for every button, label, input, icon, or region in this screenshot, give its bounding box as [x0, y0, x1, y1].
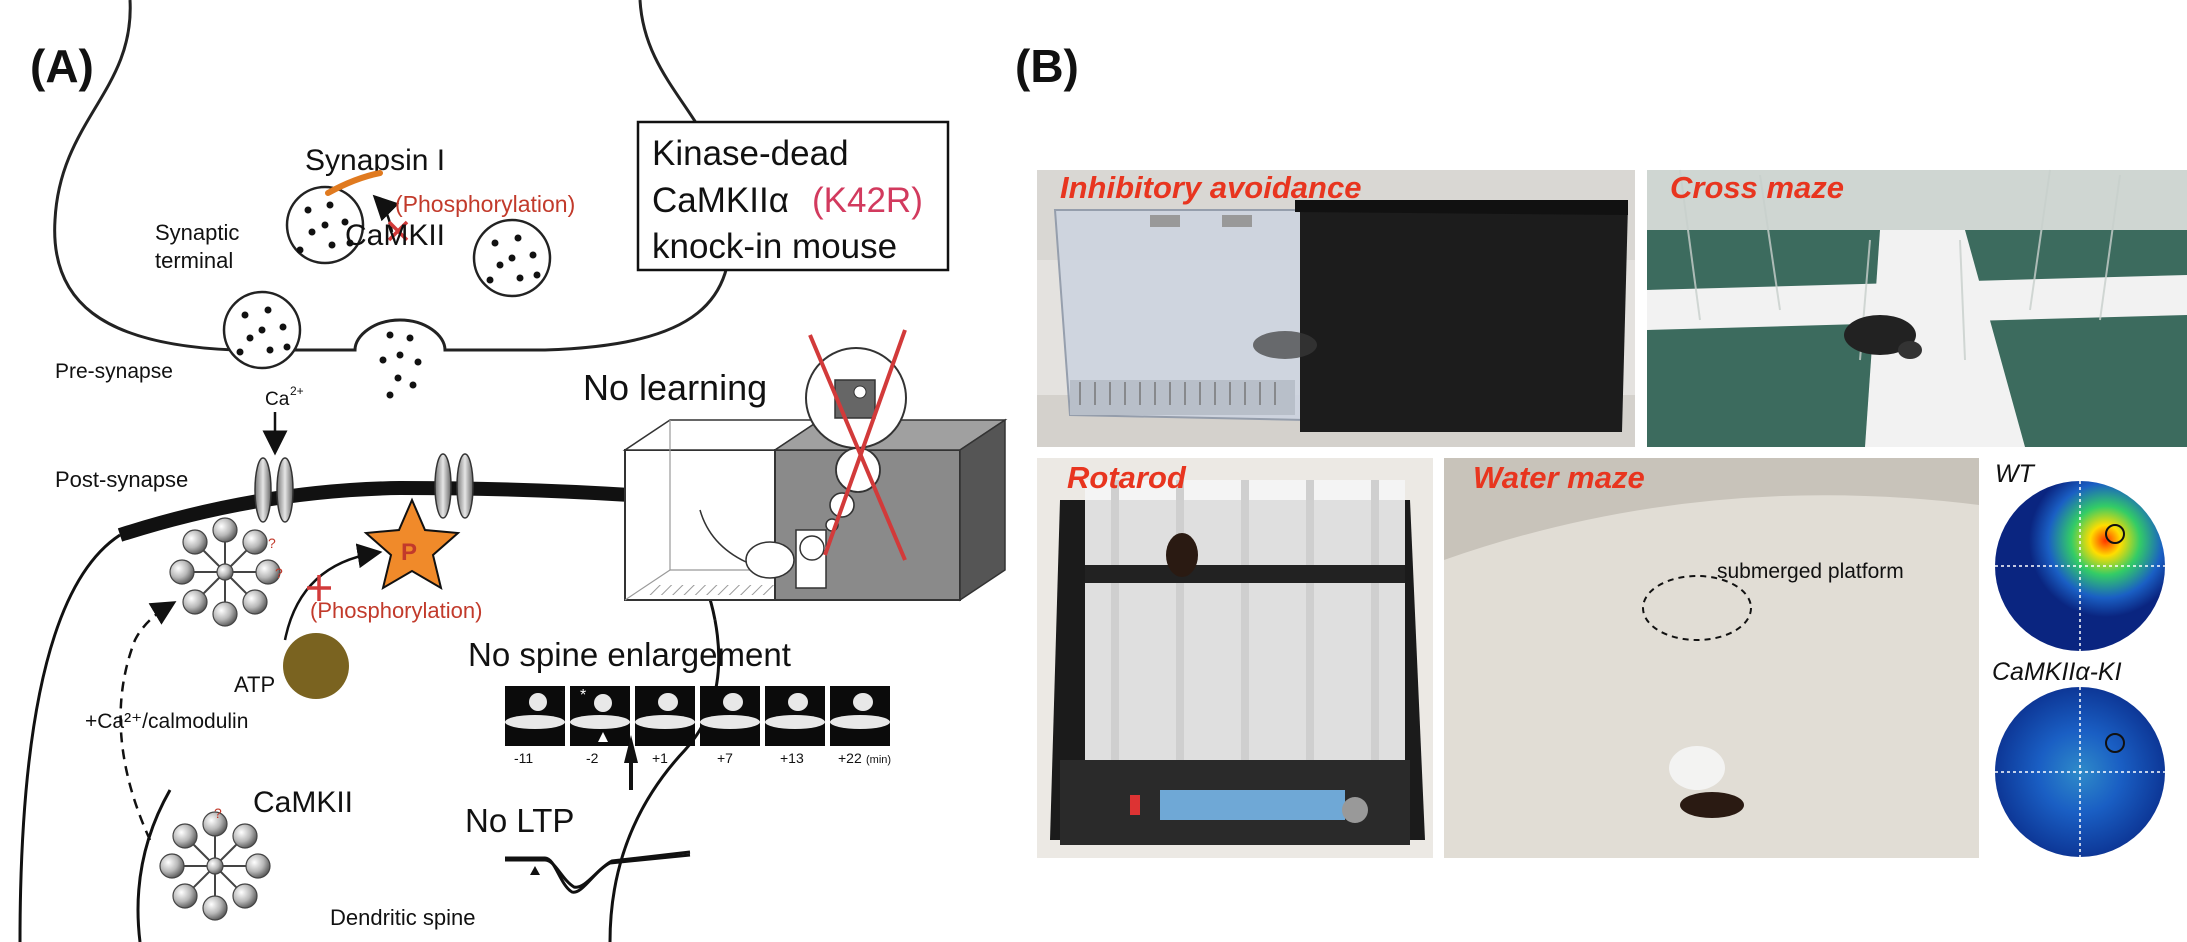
camkii-top-label: CaMKII	[345, 219, 445, 252]
phospho-arrow-mid	[283, 543, 383, 641]
spine-outline-inner	[136, 789, 172, 942]
title-inhibitory-avoidance: Inhibitory avoidance	[1060, 170, 1361, 205]
postsynaptic-density	[117, 480, 631, 542]
heatmap-ki	[1995, 687, 2165, 857]
pre-synapse-label: Pre-synapse	[55, 360, 173, 383]
phospho-arrow-top	[372, 194, 400, 233]
spine-outline-left	[18, 533, 121, 942]
time-label-group: -11 -2 +1 +7 +13 +22 (min)	[514, 750, 891, 766]
knock-in-box	[636, 120, 950, 272]
title-cross-maze: Cross maze	[1670, 170, 1844, 205]
spine-outline-neck	[608, 619, 721, 942]
phospho-target-star	[363, 497, 461, 591]
heatmap-wt	[1995, 481, 2165, 651]
ion-channel-2	[434, 453, 474, 519]
box-line-2a: CaMKIIα	[652, 181, 789, 220]
vesicle-2	[472, 218, 552, 298]
title-water-maze: Water maze	[1473, 460, 1645, 495]
no-learning-cross	[808, 329, 907, 561]
post-synapse-label: Post-synapse	[55, 467, 188, 492]
time-label: +13	[780, 750, 804, 766]
ltp-trace-2	[505, 850, 691, 889]
svg-text:?: ?	[268, 535, 276, 551]
photo-cross-maze	[1647, 169, 2187, 447]
phosphorylation-top-label: (Phosphorylation)	[395, 191, 575, 217]
vesicle-3	[222, 290, 302, 370]
time-unit: (min)	[866, 754, 891, 766]
svg-text:?: ?	[275, 565, 283, 581]
ca-label: Ca	[265, 389, 290, 410]
p-mark: P	[401, 539, 417, 566]
dendritic-spine-label: Dendritic spine	[330, 905, 476, 930]
time-label: +1	[652, 750, 668, 766]
time-label: -11	[514, 750, 533, 766]
ca-charge: 2+	[290, 384, 304, 398]
time-label: -2	[586, 750, 599, 766]
synapsin-protein	[325, 170, 383, 196]
title-rotarod: Rotarod	[1067, 460, 1187, 495]
photo-inhibitory-avoidance	[1037, 170, 1635, 447]
no-ltp-label: No LTP	[465, 802, 574, 839]
photo-water-maze	[1444, 458, 1979, 858]
avoidance-apparatus-drawing	[622, 418, 1008, 602]
ion-channel-1	[254, 457, 294, 523]
svg-text:?: ?	[214, 805, 222, 821]
synaptic-terminal-label-1: Synaptic	[155, 220, 239, 245]
time-label: +7	[717, 750, 733, 766]
vesicle-release	[379, 331, 422, 399]
camkii-bottom-label: CaMKII	[253, 786, 353, 819]
block-mark-top	[387, 220, 409, 242]
box-line-2b: (K42R)	[812, 181, 923, 220]
no-learning-label: No learning	[583, 367, 767, 408]
thought-bubble	[805, 347, 907, 532]
block-mark-mid	[307, 575, 331, 601]
camkii-holoenzyme-lower: ?	[159, 805, 271, 921]
synaptic-terminal-label-2: terminal	[155, 248, 233, 273]
label-wt: WT	[1995, 460, 2036, 488]
submerged-platform-label: submerged platform	[1717, 560, 1904, 583]
svg-text:*: *	[580, 687, 586, 704]
panel-a-label: (A)	[30, 40, 94, 92]
panel-b-label: (B)	[1015, 40, 1079, 92]
activation-dashed-arrow	[119, 601, 177, 841]
phosphorylation-mid-label: (Phosphorylation)	[310, 598, 482, 623]
calmodulin-label: +Ca²⁺/calmodulin	[85, 710, 248, 733]
vesicle-1	[285, 185, 365, 265]
spine-image-strip: *	[505, 686, 890, 746]
ltp-stimulus-mark	[530, 866, 540, 875]
box-line-1: Kinase-dead	[652, 134, 849, 173]
atp-molecule	[283, 633, 349, 699]
camkii-holoenzyme-upper: ? ?	[169, 517, 283, 627]
no-spine-label: No spine enlargement	[468, 636, 791, 673]
photo-rotarod	[1037, 458, 1433, 858]
atp-label: ATP	[234, 672, 275, 697]
stimulus-arrow	[624, 735, 638, 790]
label-ki: CaMKIIα-KI	[1992, 658, 2122, 686]
box-line-3: knock-in mouse	[652, 227, 897, 266]
time-label: +22	[838, 750, 862, 766]
